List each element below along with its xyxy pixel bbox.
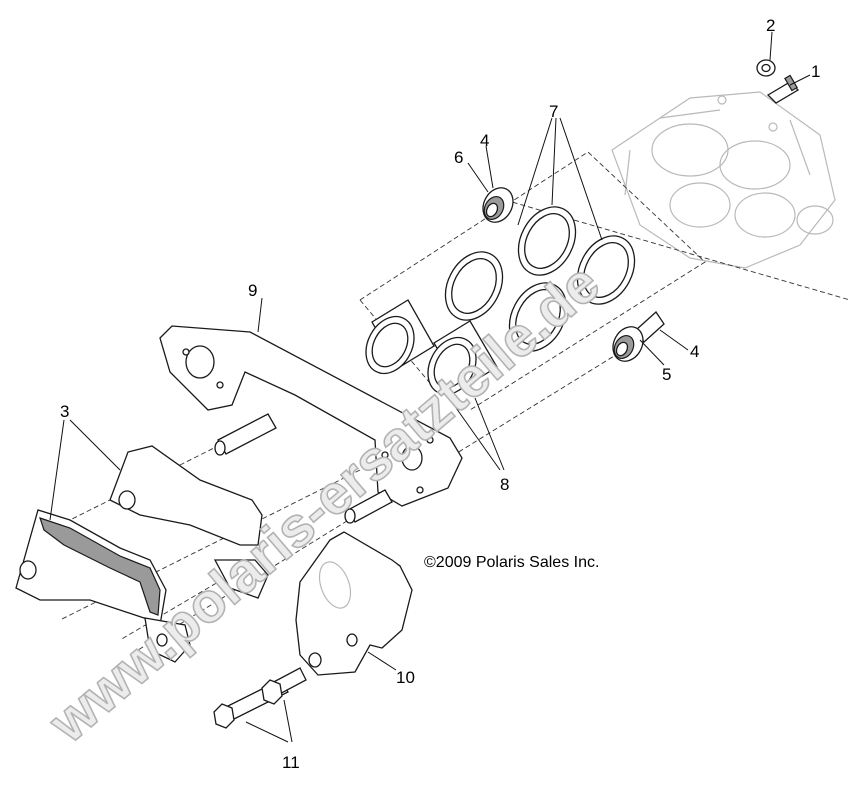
brake-pad-inner bbox=[109, 445, 269, 599]
callout-11: 11 bbox=[282, 753, 300, 772]
caliper-mounting-bracket bbox=[159, 325, 463, 524]
anchor-bracket bbox=[295, 531, 413, 676]
brake-pad-outer bbox=[15, 509, 191, 663]
callout-6: 6 bbox=[454, 148, 463, 167]
callout-8: 8 bbox=[500, 475, 509, 494]
callout-1: 1 bbox=[811, 62, 820, 81]
copyright-notice: ©2009 Polaris Sales Inc. bbox=[424, 554, 599, 571]
lower-pin-and-boot bbox=[612, 311, 665, 362]
leader-lines bbox=[49, 31, 811, 743]
callout-2: 2 bbox=[766, 16, 775, 35]
pistons bbox=[365, 299, 498, 396]
upper-pin-boot bbox=[482, 187, 514, 223]
callout-9: 9 bbox=[248, 281, 257, 300]
callout-5: 5 bbox=[662, 365, 671, 384]
callout-3: 3 bbox=[60, 402, 69, 421]
callout-labels: 1 2 3 4 4 5 6 7 8 9 10 11 bbox=[60, 16, 820, 772]
callout-4-upper: 4 bbox=[480, 131, 489, 150]
bleeder-cap bbox=[756, 59, 776, 77]
piston-seals bbox=[444, 206, 636, 352]
callout-7: 7 bbox=[549, 102, 558, 121]
caliper-housing bbox=[611, 91, 836, 269]
callout-10: 10 bbox=[396, 668, 415, 687]
mounting-bolts bbox=[213, 667, 307, 729]
bleeder-screw bbox=[766, 74, 800, 104]
callout-4-lower: 4 bbox=[690, 342, 699, 361]
